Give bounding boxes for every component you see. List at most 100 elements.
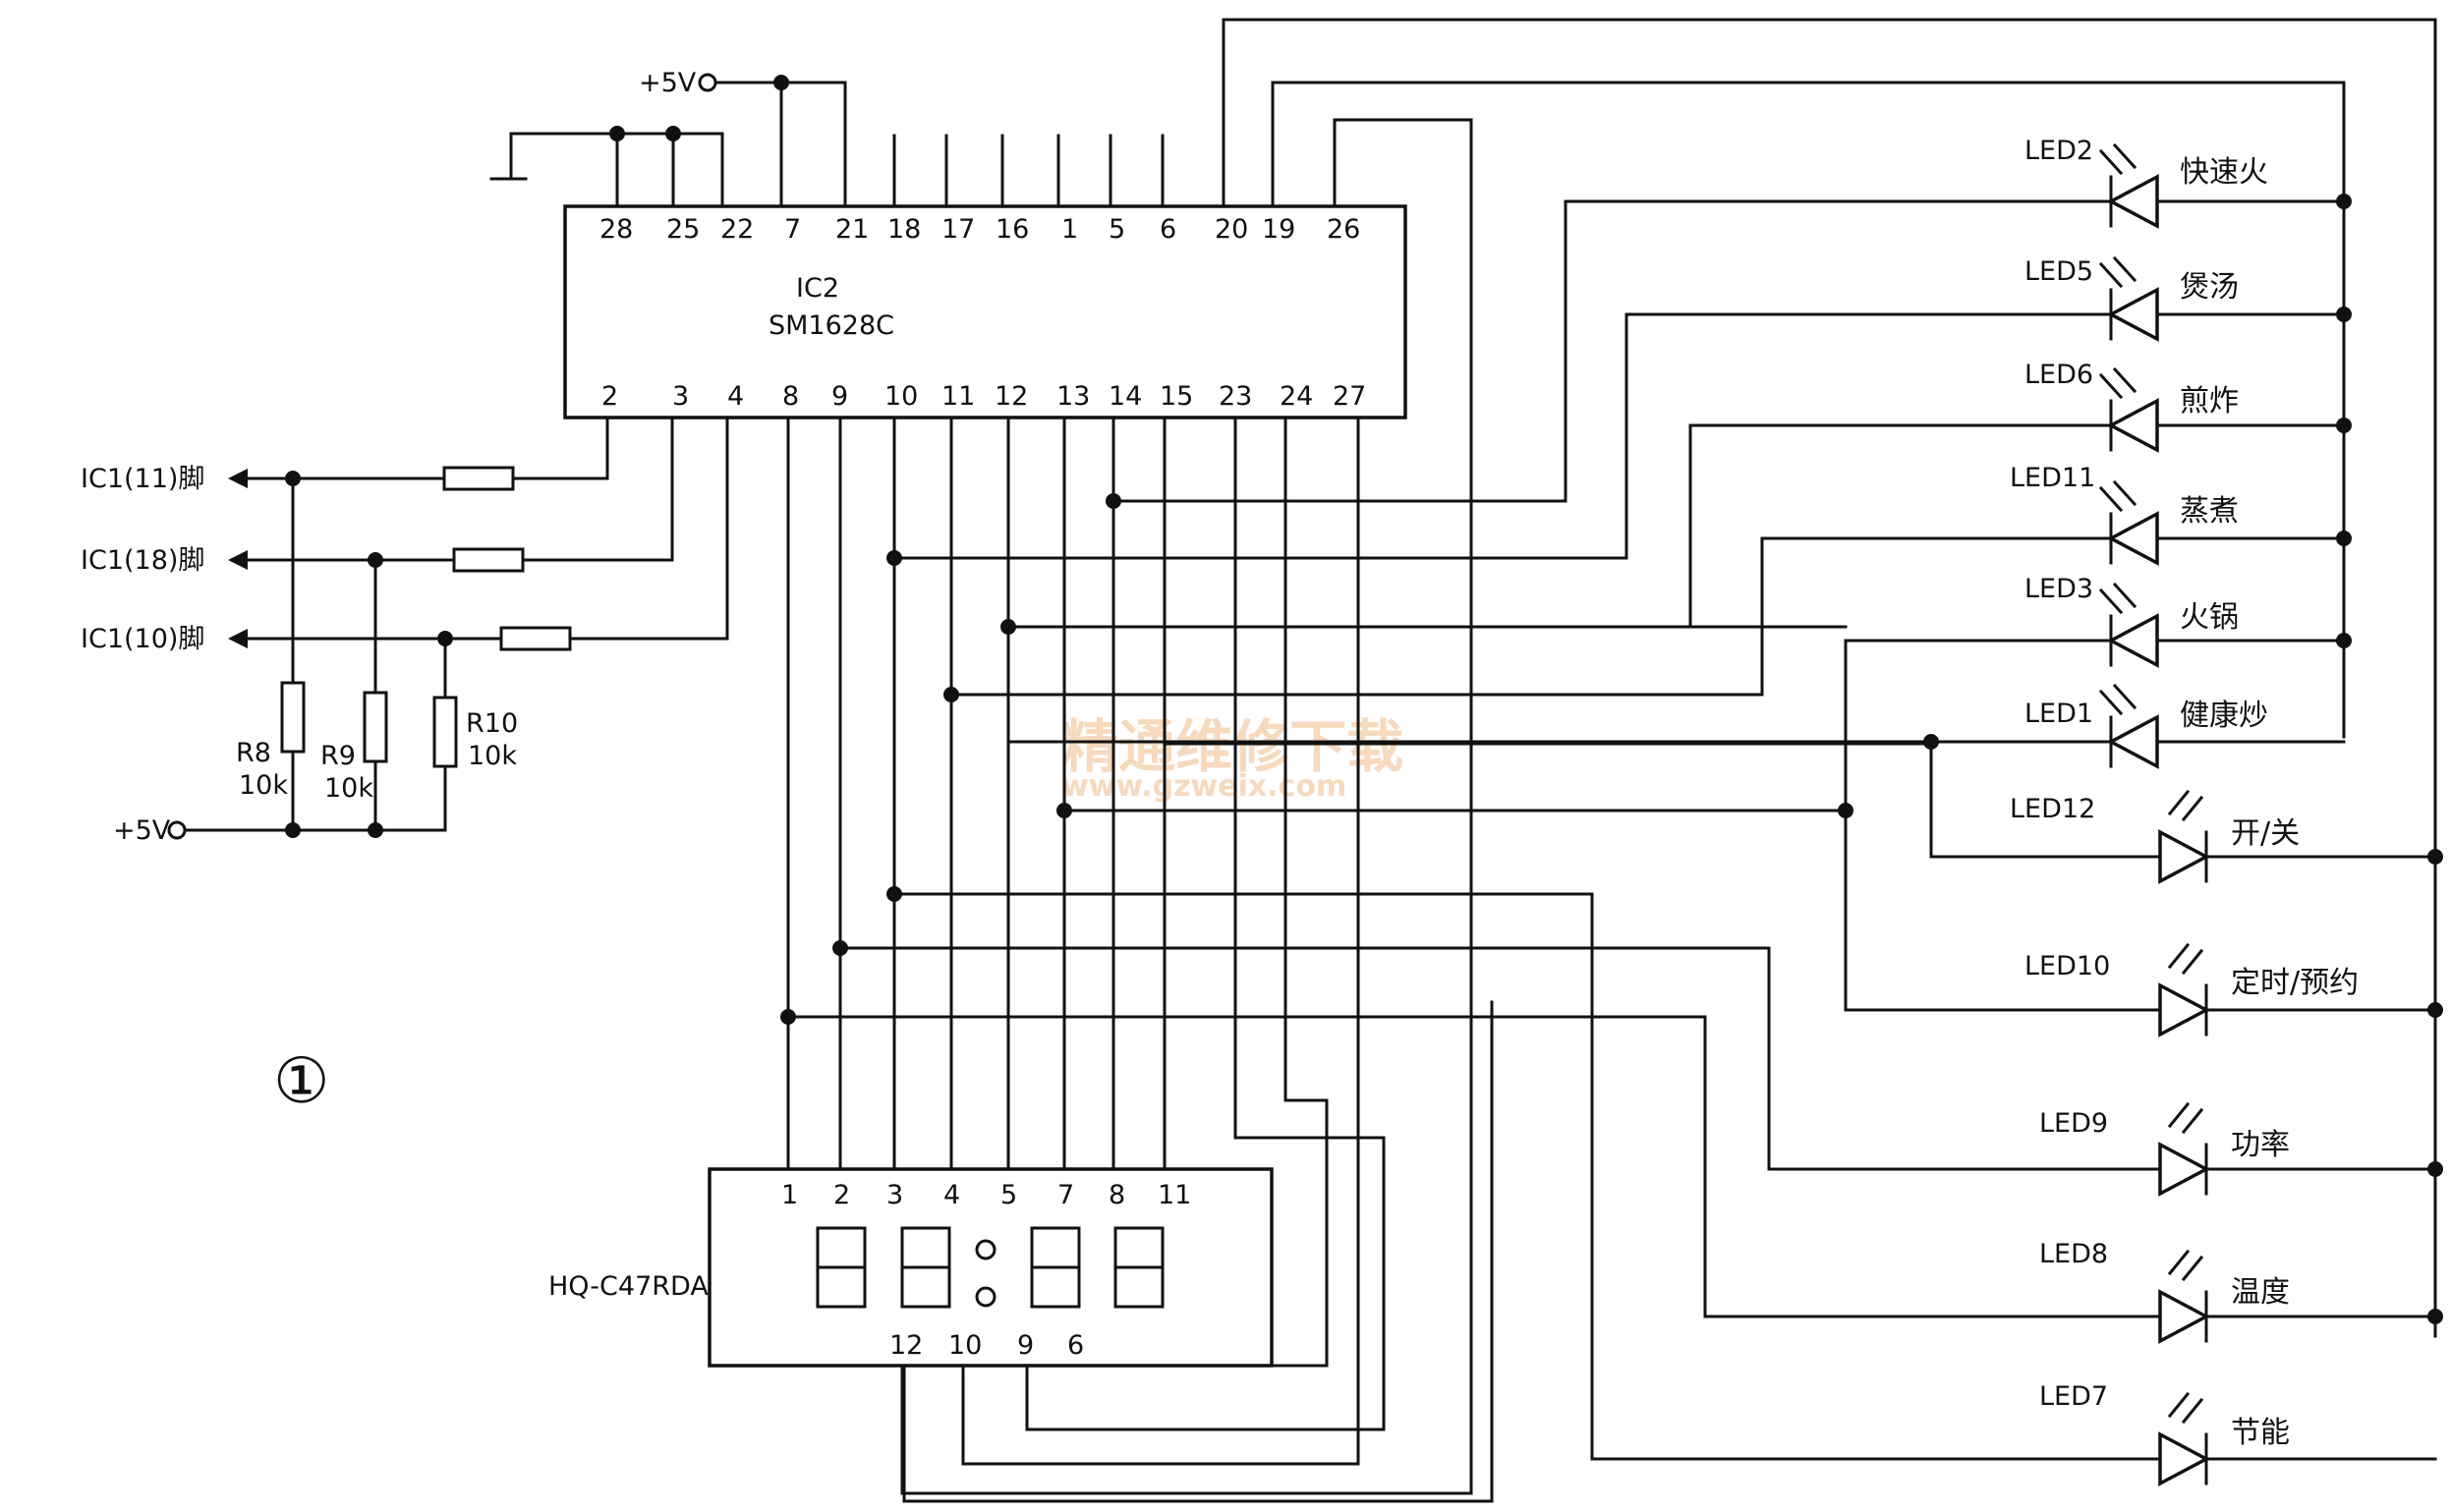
seven-segment-digits — [816, 1226, 1165, 1309]
led-11 — [2098, 479, 2159, 566]
led-3 — [2098, 582, 2159, 668]
display-pin-label: 10 — [948, 1330, 982, 1361]
r10-ref: R10 — [466, 708, 518, 739]
display-pin-label: 6 — [1067, 1330, 1084, 1361]
led-9 — [2158, 1101, 2210, 1197]
display-pin-label: 1 — [781, 1180, 798, 1210]
led-ref: LED11 — [2010, 463, 2095, 493]
led-5 — [2098, 255, 2159, 342]
led-name: 健康炒 — [2180, 699, 2268, 733]
ic2-pin-label: 3 — [672, 381, 689, 412]
led-ref: LED1 — [2024, 699, 2093, 729]
ic1-pin11-label: IC1(11)脚 — [81, 464, 204, 494]
ic2-top-pins: 28 25 22 7 21 18 17 16 1 5 6 20 19 26 — [599, 214, 1360, 245]
ic2-pin-label: 6 — [1160, 214, 1176, 245]
led-7 — [2158, 1391, 2210, 1486]
display-pin-label: 9 — [1017, 1330, 1034, 1361]
led-ref: LED12 — [2010, 794, 2095, 824]
ic2-pin-label: 13 — [1056, 381, 1090, 412]
ic1-pin10-label: IC1(10)脚 — [81, 624, 204, 654]
ic2-pin-label: 23 — [1219, 381, 1252, 412]
led-name: 温度 — [2231, 1275, 2290, 1310]
display-bottom-pins: 12 10 9 6 — [889, 1330, 1084, 1361]
ic2-pin-label: 28 — [599, 214, 633, 245]
ic2-pin-label: 24 — [1280, 381, 1313, 412]
led-ref: LED8 — [2039, 1239, 2108, 1269]
led-6 — [2098, 366, 2159, 453]
led-name: 定时/预约 — [2231, 966, 2359, 1000]
ic2-pin-label: 8 — [782, 381, 799, 412]
led-8 — [2158, 1249, 2210, 1344]
led-wiring — [1006, 194, 2443, 1461]
ic2-pin-label: 10 — [884, 381, 918, 412]
ic2-body — [563, 204, 1407, 420]
ic2-pin-label: 19 — [1262, 214, 1295, 245]
ic2-pin-label: 14 — [1109, 381, 1142, 412]
ic2-pin-label: 4 — [727, 381, 744, 412]
ic2-pin-label: 21 — [835, 214, 869, 245]
display-pin-label: 5 — [1000, 1180, 1017, 1210]
ic2-bottom-pins: 2 3 4 8 9 10 11 12 13 14 15 23 24 27 — [601, 381, 1366, 412]
ic2-pin-label: 15 — [1160, 381, 1193, 412]
display-top-pins: 1 2 3 4 5 7 8 11 — [781, 1180, 1191, 1210]
display-pin-label: 2 — [833, 1180, 850, 1210]
colon-dot-lower — [975, 1286, 997, 1308]
led-name: 煲汤 — [2180, 270, 2239, 305]
ic2-pin-label: 5 — [1109, 214, 1125, 245]
ic2-pin-label: 9 — [831, 381, 848, 412]
figure-number: ① — [273, 1045, 329, 1118]
ic2-pin-label: 26 — [1327, 214, 1360, 245]
led-ref: LED7 — [2039, 1381, 2108, 1412]
led-ref: LED3 — [2024, 574, 2093, 604]
led-name: 火锅 — [2180, 600, 2239, 635]
r8-value: 10k — [239, 770, 288, 801]
led-ref: LED2 — [2024, 136, 2093, 166]
ic2-pin-label: 17 — [941, 214, 975, 245]
watermark-title: 精通维修下载 — [1061, 713, 1403, 780]
ic2-pin-label: 20 — [1215, 214, 1248, 245]
r10-value: 10k — [468, 741, 517, 771]
interface-wiring — [167, 416, 729, 840]
ic2-pin-label: 16 — [996, 214, 1029, 245]
vcc-left-label: +5V — [113, 815, 171, 846]
led-1 — [2098, 683, 2159, 769]
led-10 — [2158, 942, 2210, 1037]
r9-ref: R9 — [320, 741, 356, 771]
led-ref: LED5 — [2024, 256, 2093, 287]
colon-dot-upper — [975, 1239, 997, 1260]
led-name: 蒸煮 — [2180, 494, 2239, 529]
ic2-pin-label: 18 — [887, 214, 921, 245]
vcc-top-label: +5V — [639, 68, 697, 98]
led-ref: LED9 — [2039, 1108, 2108, 1139]
display-pin-label: 4 — [943, 1180, 960, 1210]
ic2-pin-label: 27 — [1333, 381, 1366, 412]
r9-value: 10k — [324, 773, 373, 804]
led-name: 快速火 — [2180, 155, 2268, 190]
ic2-pin-label: 12 — [995, 381, 1028, 412]
watermark-url: www.gzweix.com — [1061, 769, 1346, 804]
display-body — [708, 1167, 1274, 1368]
display-pin-label: 3 — [886, 1180, 903, 1210]
led-2 — [2098, 142, 2159, 229]
ic1-pin18-label: IC1(18)脚 — [81, 545, 204, 576]
matrix-wiring — [780, 416, 1938, 1503]
led-12 — [2158, 789, 2210, 884]
display-pin-label: 11 — [1158, 1180, 1191, 1210]
display-pin-label: 7 — [1057, 1180, 1074, 1210]
display-part: HQ-C47RDA — [548, 1271, 709, 1302]
ic2-pin-label: 2 — [601, 381, 618, 412]
led-name: 开/关 — [2231, 816, 2300, 851]
led-name: 煎炸 — [2180, 384, 2239, 419]
ic2-top-wiring — [489, 18, 2437, 1495]
ic2-pin-label: 7 — [784, 214, 801, 245]
led-name: 节能 — [2231, 1416, 2290, 1450]
ic2-part: SM1628C — [769, 310, 894, 341]
display-pin-label: 12 — [889, 1330, 923, 1361]
display-pin-label: 8 — [1109, 1180, 1125, 1210]
ic2-pin-label: 1 — [1061, 214, 1078, 245]
ic2-pin-label: 22 — [720, 214, 754, 245]
r8-ref: R8 — [236, 738, 271, 768]
led-name: 功率 — [2231, 1128, 2290, 1162]
ic2-pin-label: 25 — [666, 214, 700, 245]
